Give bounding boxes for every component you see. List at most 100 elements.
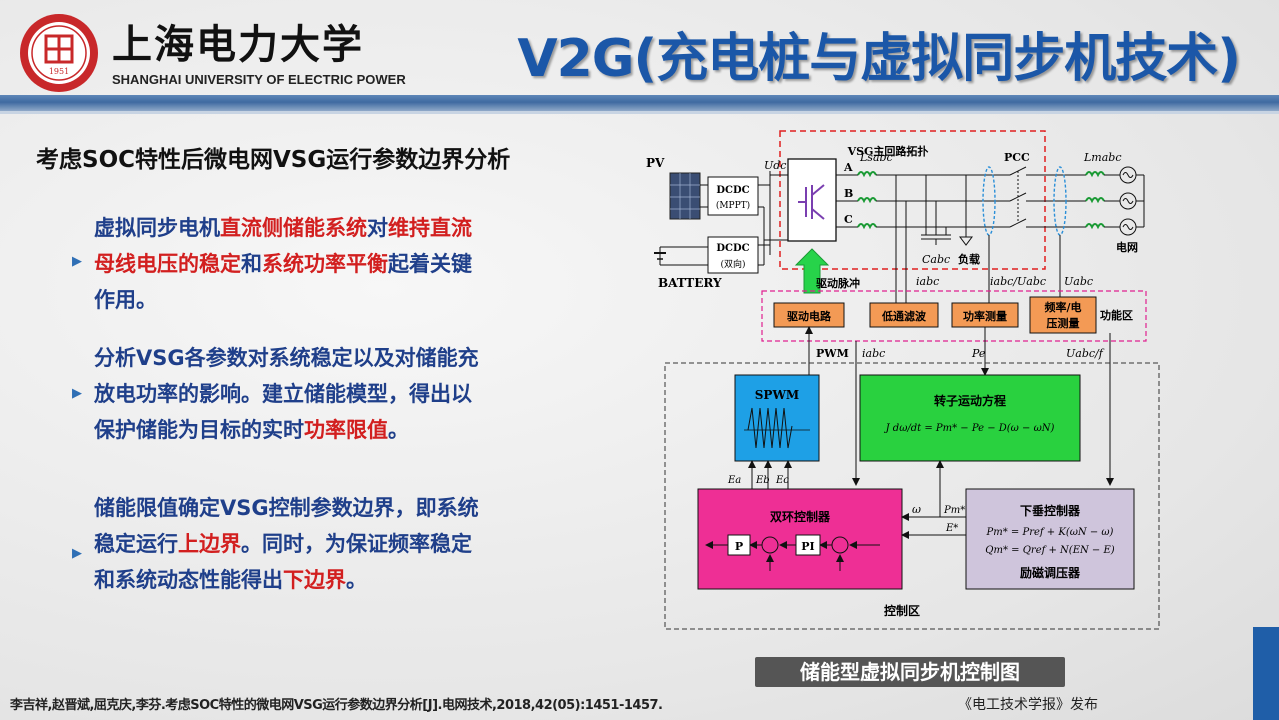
drive-pulse-arrow: [794, 248, 830, 294]
iabc-uabc-label: iabc/Uabc: [990, 275, 1046, 288]
dcdc-mppt-block: [707, 176, 759, 216]
control-zone-label: 控制区: [884, 603, 920, 618]
triangle-bullet-icon: ▶: [72, 254, 82, 269]
phase-a-label: A: [843, 161, 853, 174]
pcc-switch-icon: [1009, 166, 1048, 228]
ea-label: Ea: [727, 475, 741, 486]
power-measurement-label: 功率测量: [963, 309, 1007, 323]
dcdc-bidirectional-block: [707, 236, 759, 274]
uabc-f-label: Uabc/f: [1066, 347, 1105, 360]
function-zone: [761, 290, 1147, 342]
bullet-segment: 功率限值: [304, 418, 388, 442]
control-zone: [664, 362, 1160, 630]
pm-label: Pm*: [943, 505, 965, 516]
triangle-bullet-icon: ▶: [72, 386, 82, 401]
pwm-label: PWM: [816, 347, 849, 360]
pi-block-label: PI: [801, 540, 814, 553]
udc-label: Udc: [764, 159, 786, 172]
bullet-segment: 直流侧储能系统: [220, 216, 367, 240]
igbt-icon: [798, 184, 825, 220]
header-divider: [0, 111, 1279, 114]
frequency-voltage-measurement-block: [1029, 296, 1097, 334]
battery-label: BATTERY: [658, 276, 722, 290]
droop-equation-1: Pm* = Pref + K(ωN − ω): [986, 527, 1114, 538]
phase-c-label: C: [844, 213, 853, 226]
battery-icon: [654, 246, 708, 266]
lsabc-label: Lsabc: [859, 151, 893, 164]
pcc-label: PCC: [1004, 151, 1030, 164]
current-sensor-icon: [982, 166, 1067, 236]
university-seal-logo: 1951: [20, 14, 98, 92]
load-icon: [959, 175, 973, 246]
slide-title: V2G(充电桩与虚拟同步机技术): [517, 29, 1241, 89]
rotor-formula: J dω/dt = Pm* − Pe − D(ω − ωN): [884, 423, 1055, 434]
p-block-label: P: [735, 540, 743, 553]
phase-b-label: B: [844, 187, 853, 200]
lowpass-filter-label: 低通滤波: [881, 309, 927, 323]
bullet-segment: 维持直流母线电压的稳定: [94, 216, 472, 276]
excitation-label: 励磁调压器: [1020, 565, 1081, 580]
main-circuit-zone: [779, 130, 1046, 270]
bullet-segment: 对: [367, 216, 388, 240]
droop-controller-block: [965, 488, 1135, 590]
corner-accent-bar: [1253, 627, 1279, 720]
pv-label: PV: [646, 156, 665, 170]
dual-loop-label: 双环控制器: [770, 509, 831, 524]
mppt-label: (MPPT): [716, 200, 750, 211]
rotor-equation-block: [859, 374, 1081, 462]
bullet-segment: 。: [346, 568, 367, 592]
rotor-equation-label: 转子运动方程: [934, 393, 1006, 408]
omega-label: ω: [912, 503, 921, 516]
freq-meas-label-1: 频率/电: [1044, 300, 1081, 314]
triangle-bullet-icon: ▶: [72, 546, 82, 561]
three-phase-lines: [836, 171, 1120, 230]
bullet-segment: 储能限值确定VSG控制参数边界，即系统稳定运行: [94, 496, 479, 556]
bullet-segment: 上边界: [178, 532, 241, 556]
spwm-waveform-icon: [747, 407, 793, 449]
bullet-segment: 分析VSG各参数对系统稳定以及对储能充放电功率的影响。建立储能模型，得出以保护储…: [94, 346, 479, 442]
droop-equation-2: Qm* = Qref + N(EN − E): [985, 545, 1114, 556]
estar-label: E*: [945, 523, 958, 534]
bullet-segment: 。: [388, 418, 409, 442]
dcdc-bi-label: DCDC: [716, 243, 749, 254]
topology-label: VSG主回路拓扑: [847, 144, 929, 158]
pe-label: Pe: [971, 347, 986, 360]
bullet-segment: 起着关键作用。: [94, 252, 472, 312]
ec-label: Ec: [775, 475, 789, 486]
diagram-caption: 储能型虚拟同步机控制图: [755, 657, 1065, 687]
uabc-label: Uabc: [1064, 275, 1093, 288]
bullet-segment: 和: [241, 252, 262, 276]
eb-label: Eb: [755, 475, 770, 486]
bullet-text-2: 分析VSG各参数对系统稳定以及对储能充放电功率的影响。建立储能模型，得出以保护储…: [94, 340, 479, 448]
drive-circuit-block: [773, 302, 845, 328]
droop-label: 下垂控制器: [1020, 503, 1081, 518]
grid-label: 电网: [1116, 240, 1138, 254]
load-label: 负载: [958, 252, 980, 266]
university-name-cn: 上海电力大学: [112, 21, 364, 68]
lmabc-label: Lmabc: [1083, 151, 1122, 164]
freq-meas-label-2: 压测量: [1047, 316, 1080, 330]
vsg-control-diagram: VSG主回路拓扑 PV BATTERY DCDC (MPPT) DCDC (双向…: [646, 130, 1160, 630]
bullet-segment: 系统功率平衡: [262, 252, 388, 276]
publisher-note: 《电工技术学报》发布: [958, 697, 1098, 713]
dcdc-mppt-label: DCDC: [716, 185, 749, 196]
iabc-label-2: iabc: [862, 347, 885, 360]
bullet-segment: 虚拟同步电机: [94, 216, 220, 240]
bullet-segment: 。同时，为保证频率稳定和系统动态性能得出: [94, 532, 472, 592]
grid-source-icon: [1119, 166, 1145, 236]
university-name-en: SHANGHAI UNIVERSITY OF ELECTRIC POWER: [112, 72, 406, 87]
lowpass-filter-block: [869, 302, 939, 328]
header-band: [0, 95, 1279, 111]
iabc-label-1: iabc: [916, 275, 939, 288]
drive-pulse-label: 驱动脉冲: [816, 276, 860, 290]
function-zone-label: 功能区: [1100, 308, 1133, 322]
filter-capacitor-icon: [921, 175, 951, 245]
drive-circuit-label: 驱动电路: [787, 309, 832, 323]
pv-panel-icon: [669, 172, 701, 220]
spwm-label: SPWM: [755, 388, 799, 402]
section-heading: 考虑SOC特性后微电网VSG运行参数边界分析: [36, 147, 511, 173]
bidirectional-label: (双向): [720, 258, 745, 270]
reference-citation: 李吉祥,赵晋斌,屈克庆,李芬.考虑SOC特性的微电网VSG运行参数边界分析[J]…: [10, 698, 663, 713]
seal-year: 1951: [49, 67, 69, 76]
bullet-text-3: 储能限值确定VSG控制参数边界，即系统稳定运行上边界。同时，为保证频率稳定和系统…: [94, 490, 479, 598]
